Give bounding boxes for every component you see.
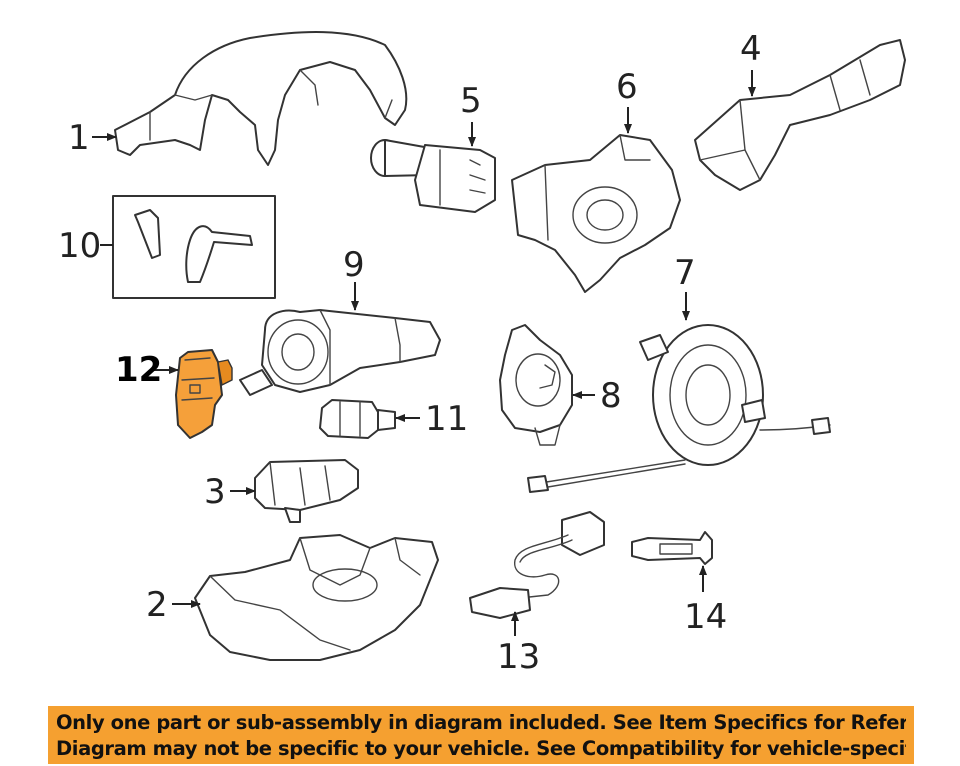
part-9-lock-housing[interactable] <box>239 309 441 396</box>
part-13-harness[interactable] <box>469 511 605 619</box>
callout-8: 8 <box>600 376 622 416</box>
part-5-lever-switch[interactable] <box>370 139 496 213</box>
part-10-bracket-kit[interactable] <box>112 195 276 299</box>
callout-5: 5 <box>460 81 482 121</box>
callout-7: 7 <box>674 253 696 293</box>
callout-3: 3 <box>204 472 226 512</box>
part-1-upper-shroud[interactable] <box>114 31 408 166</box>
part-4-stalk-switch[interactable] <box>694 39 906 191</box>
part-11-small-switch[interactable] <box>319 399 396 439</box>
callout-9: 9 <box>343 245 365 285</box>
part-3-module[interactable] <box>254 459 359 523</box>
callout-1: 1 <box>68 118 90 158</box>
callout-6: 6 <box>616 67 638 107</box>
disclaimer-line-1: Only one part or sub-assembly in diagram… <box>56 711 906 734</box>
part-14-connector[interactable] <box>631 531 713 565</box>
disclaimer-line-2: Diagram may not be specific to your vehi… <box>56 737 906 760</box>
part-12-ignition-switch[interactable] <box>175 349 233 439</box>
callout-2: 2 <box>146 585 168 625</box>
callout-4: 4 <box>740 29 762 69</box>
callout-13: 13 <box>497 637 540 677</box>
disclaimer-banner: Only one part or sub-assembly in diagram… <box>48 706 914 764</box>
callout-14: 14 <box>684 597 727 637</box>
part-2-lower-shroud[interactable] <box>194 534 439 661</box>
part-7-clock-spring[interactable] <box>527 324 831 493</box>
callout-12: 12 <box>115 350 162 390</box>
callout-11: 11 <box>425 399 468 439</box>
part-8-steering-angle-sensor[interactable] <box>499 324 573 446</box>
callout-10: 10 <box>58 226 101 266</box>
part-6-switch-housing[interactable] <box>511 134 681 293</box>
